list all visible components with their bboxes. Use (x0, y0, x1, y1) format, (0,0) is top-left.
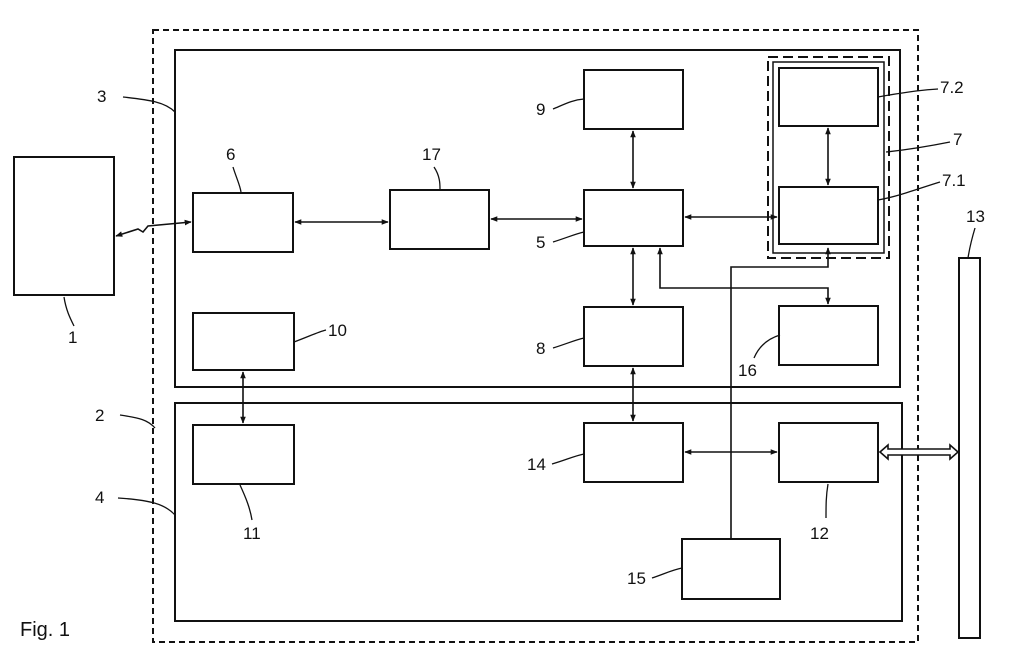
block-8 (584, 307, 683, 366)
label-7-1: 7.1 (942, 171, 966, 190)
block-7-1 (779, 187, 878, 244)
label-16: 16 (738, 361, 757, 380)
label-7-2: 7.2 (940, 78, 964, 97)
label-9: 9 (536, 100, 545, 119)
label-5: 5 (536, 233, 545, 252)
leader-16 (754, 335, 780, 358)
block-10 (193, 313, 294, 370)
label-3: 3 (97, 87, 106, 106)
leader-13 (968, 228, 975, 258)
block-9 (584, 70, 683, 129)
device-boundary-2 (153, 30, 918, 642)
block-7-2 (779, 68, 878, 126)
leader-6 (233, 167, 241, 192)
bus-13 (959, 258, 980, 638)
figure-caption: Fig. 1 (20, 619, 70, 641)
leader-5 (553, 232, 584, 242)
leader-7-2 (878, 89, 938, 97)
label-11: 11 (243, 524, 261, 543)
link-5-16 (660, 248, 828, 304)
leader-14 (552, 454, 584, 464)
block-1 (14, 157, 114, 295)
block-11 (193, 425, 294, 484)
leader-4 (118, 498, 175, 515)
label-13: 13 (966, 207, 985, 226)
block-15 (682, 539, 780, 599)
label-6: 6 (226, 145, 235, 164)
link-15-7-1 (731, 248, 828, 539)
leader-17 (434, 167, 440, 189)
label-10: 10 (328, 321, 347, 340)
block-14 (584, 423, 683, 482)
label-12: 12 (810, 524, 829, 543)
leader-9 (553, 99, 584, 109)
label-15: 15 (627, 569, 646, 588)
label-2: 2 (95, 406, 104, 425)
leader-3 (123, 97, 175, 112)
leader-11 (240, 485, 252, 520)
label-8: 8 (536, 339, 545, 358)
leader-10 (294, 330, 326, 342)
leader-8 (553, 338, 584, 348)
block-17 (390, 190, 489, 249)
label-14: 14 (527, 455, 546, 474)
lower-unit-4 (175, 403, 902, 621)
leader-7-1 (878, 182, 940, 200)
label-7: 7 (953, 130, 962, 149)
block-16 (779, 306, 878, 365)
label-1: 1 (68, 328, 77, 347)
leader-1 (64, 297, 74, 326)
block-6 (193, 193, 293, 252)
leader-2 (120, 415, 155, 428)
leader-12 (826, 484, 828, 518)
leader-15 (652, 568, 682, 578)
block-5 (584, 190, 683, 246)
label-17: 17 (422, 145, 441, 164)
block-12 (779, 423, 878, 482)
label-4: 4 (95, 488, 104, 507)
